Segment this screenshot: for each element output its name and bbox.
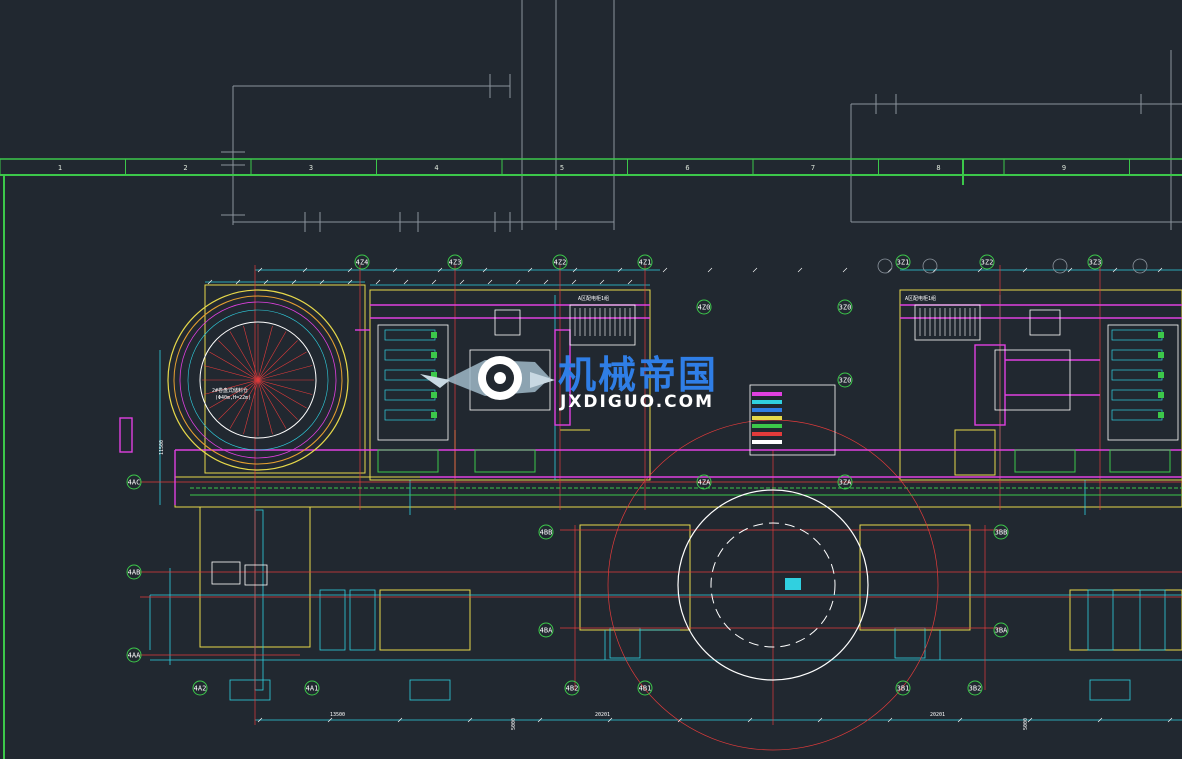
- central-silo: [677, 489, 869, 681]
- axis-bubble-4BA: 4BA: [540, 626, 553, 634]
- axis-bubble-3ZA: 3ZA: [839, 478, 852, 486]
- axis-bubble-4Z1: 4Z1: [639, 258, 652, 266]
- axis-bubble-4AC: 4AC: [128, 478, 141, 486]
- overhead-grey-lines: [221, 0, 1182, 232]
- axis-bubble-4AA: 4AA: [128, 651, 141, 659]
- watermark-logo: 机械帝国 JXDIGUO.COM: [420, 353, 718, 412]
- axis-bubble-3Z0: 3Z0: [839, 376, 852, 384]
- axis-bubble-3B1: 3B1: [897, 684, 910, 692]
- frame-column-1: 1: [58, 164, 62, 172]
- frame-column-4: 4: [434, 164, 438, 172]
- axis-bubble-4AB: 4AB: [128, 568, 141, 576]
- dim-bottom-long: 13500: [330, 712, 345, 718]
- frame-column-numbers: 12345678910: [0, 159, 1130, 175]
- frame-column-5: 5: [560, 164, 564, 172]
- axis-bubble-4B2: 4B2: [566, 684, 579, 692]
- axis-bubble-4A2: 4A2: [194, 684, 207, 692]
- axis-bubble-4Z4: 4Z4: [356, 258, 369, 266]
- frame-column-8: 8: [936, 164, 940, 172]
- color-legend: [752, 392, 782, 444]
- axis-bubble-3BA: 3BA: [995, 626, 1008, 634]
- dim-span-left: 20201: [595, 712, 610, 718]
- cabinet-label-right: A区配电柜1组: [905, 295, 936, 302]
- axis-bubble-3Z1: 3Z1: [897, 258, 910, 266]
- left-silo-label: 2#卷盘式储料仓: [212, 387, 248, 394]
- switch-cabinets: [384, 329, 1164, 421]
- frame-column-2: 2: [183, 164, 187, 172]
- axis-bubbles: 4Z4 4Z3 4Z2 4Z1 3Z1 3Z2 3Z3 4Z0 3Z0 3Z0 4ZA 3ZA 4AC 4…: [126, 254, 1148, 696]
- frame-column-9: 9: [1062, 164, 1066, 172]
- axis-bubble-4ZA: 4ZA: [698, 478, 711, 486]
- dim-vertical-right: 5000: [511, 718, 517, 730]
- axis-bubble-3BB: 3BB: [995, 528, 1008, 536]
- frame-column-3: 3: [309, 164, 313, 172]
- axis-bubble-4Z2: 4Z2: [554, 258, 567, 266]
- dim-vertical-right2: 5000: [1023, 718, 1029, 730]
- watermark-cn: 机械帝国: [558, 353, 718, 397]
- louver-vents: [574, 308, 976, 336]
- axis-bubble-4Z0: 4Z0: [698, 303, 711, 311]
- axis-bubble-4B1: 4B1: [639, 684, 652, 692]
- axis-bubble-3Z3: 3Z3: [1089, 258, 1102, 266]
- frame-column-6: 6: [685, 164, 689, 172]
- drawing-frame: [0, 158, 1182, 759]
- green-lines: [190, 449, 1182, 496]
- dim-vertical-left: 11500: [159, 440, 165, 455]
- axis-bubble-4BB: 4BB: [540, 528, 553, 536]
- frame-column-7: 7: [811, 164, 815, 172]
- axis-bubble-4Z3: 4Z3: [449, 258, 462, 266]
- axis-bubble-3Z0: 3Z0: [839, 303, 852, 311]
- axis-bubble-4A1: 4A1: [306, 684, 319, 692]
- dimension-ticks: [207, 267, 1173, 723]
- left-silo-sublabel: (Φ40m,H=22m): [215, 395, 251, 401]
- axis-bubble-3B2: 3B2: [969, 684, 982, 692]
- axis-lines: [140, 265, 1182, 751]
- axis-bubble-3Z2: 3Z2: [981, 258, 994, 266]
- dim-span-right: 20201: [930, 712, 945, 718]
- watermark-en: JXDIGUO.COM: [559, 392, 714, 412]
- cabinet-label-left: A区配电柜1组: [578, 295, 609, 302]
- left-silo: [167, 289, 349, 471]
